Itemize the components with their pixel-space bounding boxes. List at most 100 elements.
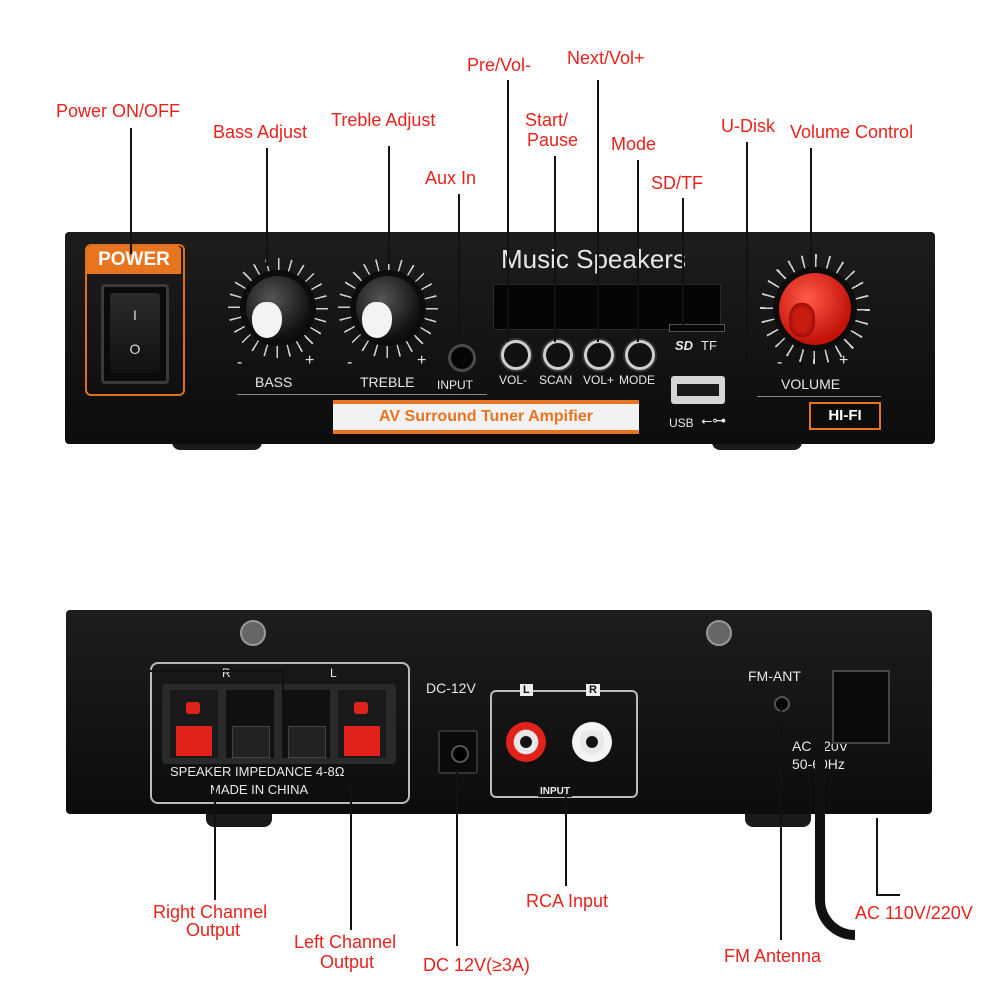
line-fm (780, 704, 782, 940)
scan-button[interactable] (543, 340, 573, 370)
callout-prevol: Pre/Vol- (467, 55, 532, 75)
fm-ant-port[interactable] (774, 696, 790, 712)
sd-label: SD (675, 338, 694, 353)
line-rca (565, 796, 567, 886)
power-cord (815, 740, 855, 940)
scan-label: SCAN (539, 373, 573, 387)
vol-plus-button[interactable] (584, 340, 614, 370)
av-banner: AV Surround Tuner Ampifier (333, 400, 639, 434)
bass-plus: + (305, 352, 315, 369)
callout-fm: FM Antenna (724, 946, 822, 966)
made-in-text: MADE IN CHINA (210, 782, 309, 797)
treble-knob[interactable] (356, 276, 420, 340)
rca-box (490, 690, 638, 798)
rca-left-red[interactable] (506, 722, 546, 762)
left-channel-letter: L (330, 666, 337, 680)
power-frame (85, 244, 185, 396)
impedance-text: SPEAKER IMPEDANCE 4-8Ω (170, 764, 345, 779)
volume-label: VOLUME (781, 376, 841, 392)
mode-button[interactable] (625, 340, 655, 370)
vol-minus-button[interactable] (501, 340, 531, 370)
callout-sdtf: SD/TF (651, 173, 703, 193)
callout-dc: DC 12V(≥3A) (423, 955, 530, 975)
usb-label: USB (669, 416, 694, 430)
line-ac (876, 818, 878, 896)
callout-udisk: U-Disk (721, 116, 775, 136)
bass-minus: - (237, 354, 243, 371)
callout-power: Power ON/OFF (56, 101, 181, 121)
power-switch[interactable]: I O (101, 284, 169, 384)
sd-tf-slot[interactable] (669, 324, 725, 332)
usb-icon: ⭠⊶ (701, 412, 727, 428)
line-right-h (150, 670, 282, 672)
rca-r-letter: R (586, 684, 600, 696)
callout-start-2: Pause (527, 130, 579, 150)
rca-right-white[interactable] (572, 722, 612, 762)
line-dc (456, 770, 458, 946)
line-volume (810, 148, 812, 272)
treble-label: TREBLE (360, 374, 415, 390)
callout-mode: Mode (611, 134, 657, 154)
bass-knob[interactable] (246, 276, 310, 340)
line-udisk-h (728, 393, 748, 395)
line-udisk (746, 142, 748, 394)
line-ac-h (876, 894, 900, 896)
callout-treble: Treble Adjust (331, 110, 436, 130)
callout-right-2: Output (186, 920, 241, 940)
line-bass (266, 148, 268, 266)
callout-volume: Volume Control (790, 122, 914, 142)
line-treble (388, 146, 390, 264)
line-start (554, 156, 556, 342)
hifi-badge: HI-FI (809, 402, 881, 430)
volume-minus: - (777, 354, 783, 371)
line-left-top (282, 670, 284, 750)
aux-input-jack[interactable] (448, 344, 476, 372)
front-panel: POWER I O - + BASS - + TREBLE INPUT Musi… (65, 232, 935, 444)
treble-plus: + (417, 352, 427, 369)
rca-input-label: INPUT (538, 786, 572, 797)
switch-on-mark: I (133, 307, 137, 323)
line-mode (637, 160, 639, 342)
vol-minus-label: VOL- (499, 373, 528, 387)
treble-minus: - (347, 354, 353, 371)
callout-start-1: Start/ (525, 110, 569, 130)
callout-bass: Bass Adjust (213, 122, 308, 142)
dc-label: DC-12V (426, 680, 476, 696)
rca-l-letter: L (520, 684, 533, 696)
terminal-right-plus[interactable] (170, 690, 218, 758)
volume-plus: + (839, 352, 849, 369)
callout-ac: AC 110V/220V (855, 903, 973, 923)
bass-label: BASS (255, 374, 293, 390)
screw-top-left (240, 620, 266, 646)
terminal-left-plus[interactable] (338, 690, 386, 758)
usb-port[interactable] (671, 376, 725, 404)
callout-nextvol: Next/Vol+ (567, 48, 645, 68)
line-right (214, 782, 216, 900)
power-cord-plug (832, 670, 890, 744)
terminal-left-minus[interactable] (282, 690, 330, 758)
mode-label: MODE (619, 373, 655, 387)
callout-rca: RCA Input (526, 891, 609, 911)
power-label: POWER (87, 246, 181, 274)
terminal-right-minus[interactable] (226, 690, 274, 758)
screw-top-right (706, 620, 732, 646)
callout-right-1: Right Channel (153, 902, 268, 922)
speaker-terminal-box (150, 662, 410, 804)
line-power (130, 128, 132, 254)
fm-ant-label: FM-ANT (748, 668, 801, 684)
rear-panel: R L SPEAKER IMPEDANCE 4-8Ω MADE IN CHINA… (66, 610, 932, 814)
callout-aux: Aux In (425, 168, 477, 188)
right-channel-letter: R (222, 666, 231, 680)
switch-off-mark: O (129, 341, 141, 357)
vol-plus-label: VOL+ (583, 373, 615, 387)
callout-left-1: Left Channel (294, 932, 397, 952)
line-sdtf (682, 198, 684, 326)
line-left (350, 782, 352, 930)
line-nextvol (597, 80, 599, 342)
callout-left-2: Output (320, 952, 375, 972)
volume-knob[interactable] (779, 273, 851, 345)
display-title: Music Speakers (501, 244, 686, 274)
aux-input-label: INPUT (437, 378, 473, 392)
dc-jack[interactable] (438, 730, 478, 774)
line-prevol (507, 80, 509, 342)
